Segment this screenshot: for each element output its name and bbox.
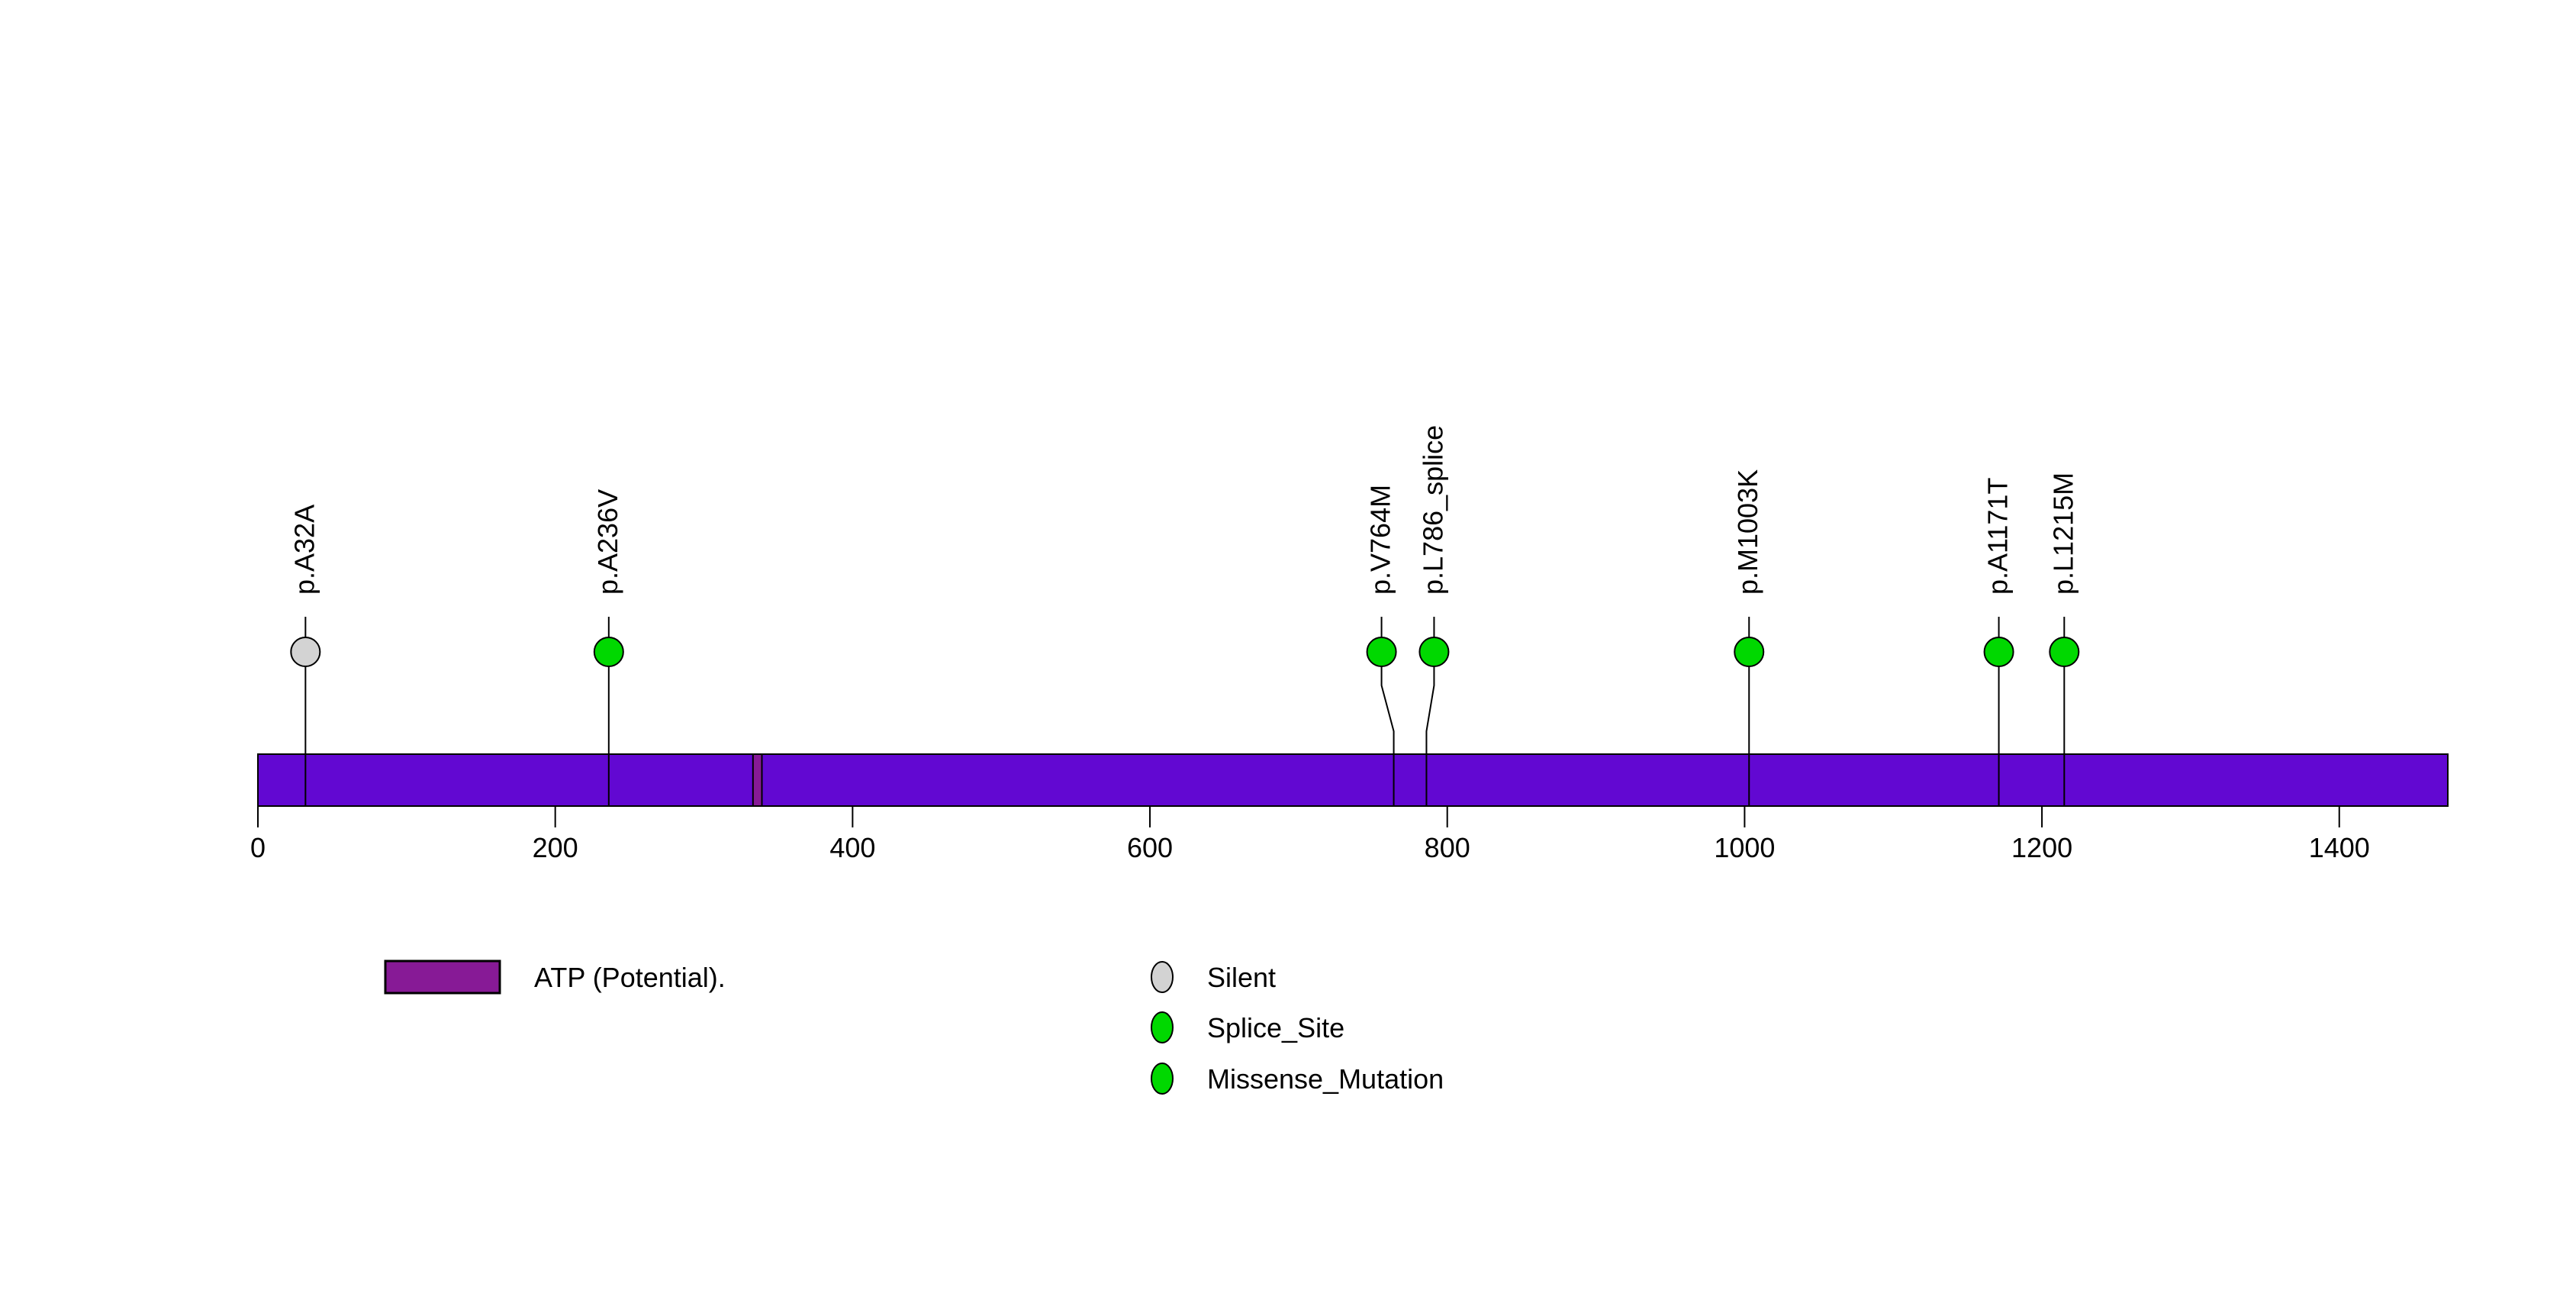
mutation-marker — [1366, 637, 1397, 667]
axis-tick-label: 600 — [1127, 832, 1173, 863]
mutation-label: p.A1171T — [1982, 478, 2014, 595]
axis-tick-label: 1400 — [2309, 832, 2370, 863]
legend-label: Silent — [1207, 962, 1276, 993]
mutation-marker — [1983, 637, 2014, 667]
axis-tick-label: 800 — [1425, 832, 1470, 863]
axis-tick-label: 1200 — [2011, 832, 2072, 863]
legend-domain-swatch — [384, 959, 501, 995]
mutation-label: p.V764M — [1365, 485, 1396, 595]
legend-domain-label: ATP (Potential). — [534, 962, 726, 993]
mutation-marker — [1734, 637, 1765, 667]
mutation-label: p.A236V — [592, 489, 623, 595]
mutation-marker — [1418, 637, 1450, 667]
axis-tick-label: 0 — [250, 832, 266, 863]
domain-band — [752, 753, 763, 807]
axis-tick-label: 400 — [829, 832, 875, 863]
axis-tick-label: 200 — [533, 832, 578, 863]
legend-symbol — [1151, 1063, 1174, 1095]
mutation-label: p.L1215M — [2047, 472, 2079, 595]
legend-symbol — [1151, 961, 1174, 993]
mutation-label: p.M1003K — [1732, 469, 1763, 595]
mutation-marker — [2049, 637, 2080, 667]
legend-label: Splice_Site — [1207, 1012, 1344, 1043]
mutation-marker — [593, 637, 624, 667]
mutation-label: p.L786_splice — [1417, 425, 1448, 595]
protein-backbone — [257, 753, 2449, 807]
legend-label: Missense_Mutation — [1207, 1063, 1444, 1095]
axis-tick-label: 1000 — [1714, 832, 1775, 863]
mutation-marker — [290, 637, 321, 667]
legend-symbol — [1151, 1011, 1174, 1043]
mutation-label: p.A32A — [288, 505, 320, 595]
